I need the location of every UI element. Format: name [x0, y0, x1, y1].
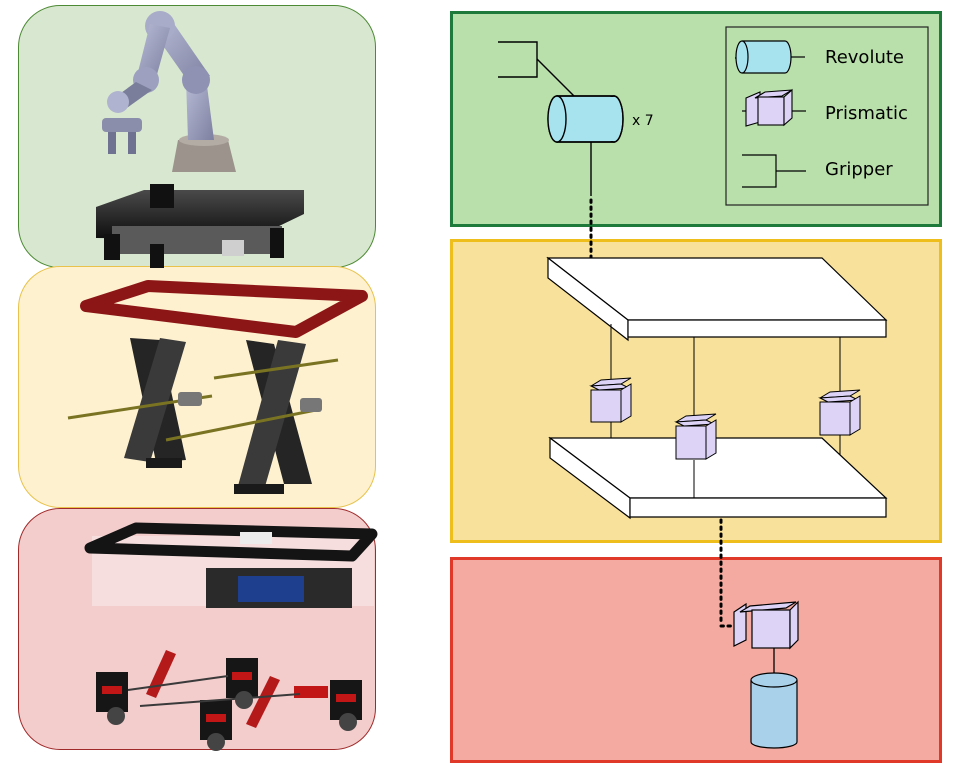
legend-gripper-label: Gripper	[825, 159, 893, 180]
schematic-panel-base	[450, 557, 942, 763]
mobile-base-render	[84, 522, 378, 751]
revolute-icon	[735, 40, 805, 74]
lift-schematic	[546, 256, 888, 628]
lift-prismatic-joint-center	[674, 413, 717, 460]
gripper-icon	[742, 154, 806, 188]
base-schematic	[733, 600, 799, 749]
arm-gripper-symbol	[498, 41, 538, 78]
robot-arm-render	[96, 11, 304, 268]
lift-prismatic-joint-right	[818, 389, 861, 436]
base-revolute-joint-icon	[750, 672, 798, 749]
base-prismatic-joint-icon	[733, 600, 799, 650]
legend-box	[725, 26, 929, 206]
arm-schematic: x 7 Revolute Prismatic Gripper	[498, 26, 929, 292]
arm-revolute-joint-icon	[547, 95, 624, 143]
joint-count-label: x 7	[632, 113, 654, 129]
prismatic-icon	[742, 88, 806, 127]
scissor-lift-render	[67, 280, 368, 494]
render-panel-lift	[18, 266, 376, 508]
schematic-panel-arm	[450, 11, 942, 227]
legend-revolute-label: Revolute	[825, 47, 904, 68]
lift-prismatic-joint-left	[589, 377, 632, 423]
legend-prismatic-label: Prismatic	[825, 103, 908, 124]
